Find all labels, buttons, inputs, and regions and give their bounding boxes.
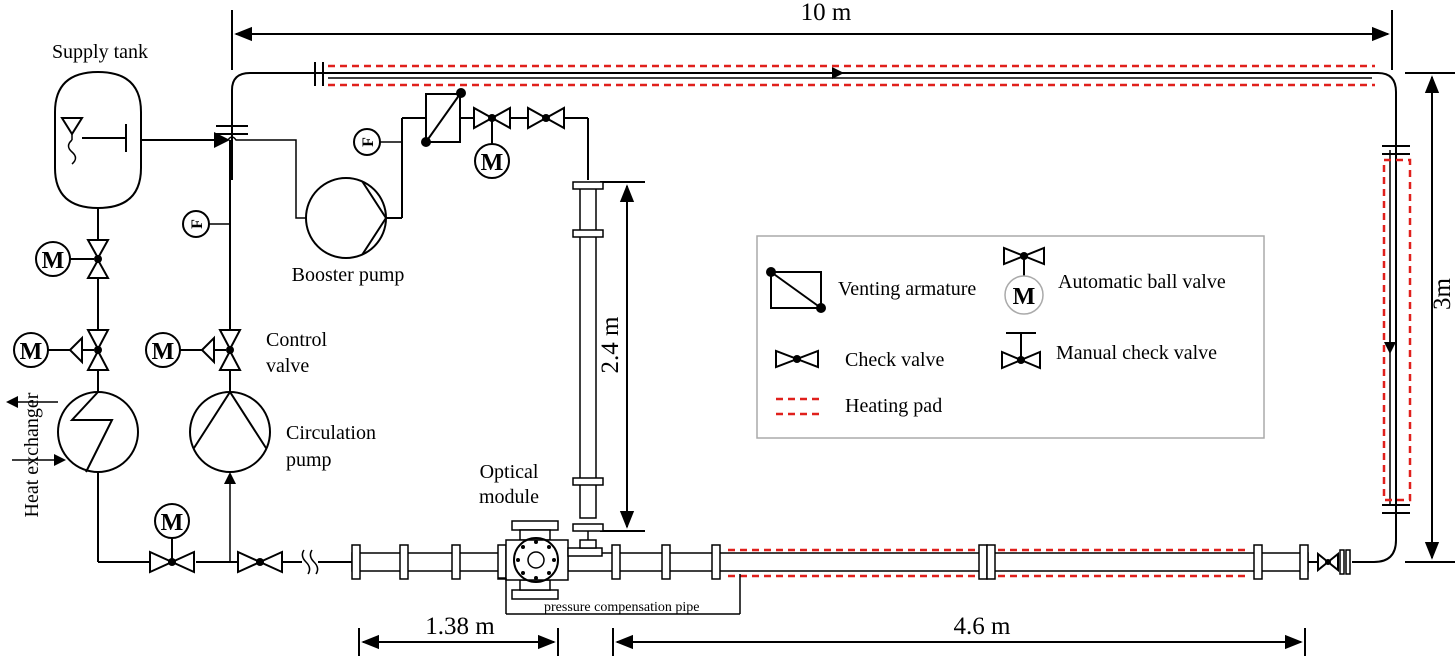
booster-pump: Booster pump bbox=[292, 117, 426, 286]
bottom-pipeline bbox=[196, 544, 1362, 580]
circulation-pump: Circulation pump bbox=[189, 390, 376, 473]
supply-tank: Supply tank bbox=[52, 41, 230, 210]
heat-exchanger: Heat exchanger bbox=[5, 391, 139, 517]
motor-symbol: M bbox=[152, 339, 175, 365]
legend-venting-armature-label: Venting armature bbox=[838, 278, 976, 300]
venting-armature bbox=[421, 88, 474, 147]
flow-meter-symbol: F bbox=[360, 137, 377, 147]
legend-automatic-ball-valve-label: Automatic ball valve bbox=[1058, 271, 1226, 293]
pressure-compensation-pipe-label: pressure compensation pipe bbox=[544, 600, 700, 615]
control-valve-label-line1: Control bbox=[266, 329, 328, 351]
left-column-piping bbox=[97, 208, 150, 563]
dimension-right-label: 3m bbox=[1429, 277, 1455, 310]
control-valve-left: M bbox=[13, 329, 110, 371]
booster-pump-label: Booster pump bbox=[292, 264, 405, 286]
legend-manual-check-valve-label: Manual check valve bbox=[1056, 342, 1217, 364]
motor-symbol: M bbox=[1013, 284, 1036, 310]
motor-symbol: M bbox=[20, 339, 43, 365]
heating-pad-top bbox=[328, 64, 1375, 87]
dimension-top-label: 10 m bbox=[801, 0, 852, 26]
dimension-top-10m: 10 m bbox=[231, 0, 1393, 70]
check-valve-bottom bbox=[237, 550, 283, 574]
circulation-pump-label-line1: Circulation bbox=[286, 422, 376, 444]
legend: Venting armature M Automatic ball valve … bbox=[756, 235, 1265, 439]
dimension-bottom-left-label: 1.38 m bbox=[425, 613, 495, 640]
flow-meter-left: F bbox=[182, 210, 230, 238]
motor-symbol: M bbox=[42, 248, 65, 274]
manual-check-valve-top bbox=[527, 106, 589, 180]
heating-pad-right bbox=[1382, 158, 1412, 502]
circulation-pump-label-line2: pump bbox=[286, 449, 332, 471]
dimension-bottom-left-1-38m: 1.38 m bbox=[358, 613, 559, 656]
check-valve-bottom-right bbox=[1317, 551, 1339, 573]
legend-check-valve-label: Check valve bbox=[845, 349, 945, 371]
motor-symbol: M bbox=[161, 510, 184, 536]
automatic-ball-valve-left: M bbox=[35, 239, 110, 279]
optical-module-label-line1: Optical bbox=[480, 461, 539, 483]
bottom-flanges bbox=[351, 544, 1351, 580]
legend-heating-pad-label: Heating pad bbox=[845, 395, 942, 417]
optical-module: Optical module bbox=[479, 461, 603, 600]
vertical-riser bbox=[572, 181, 604, 545]
dimension-bottom-right-label: 4.6 m bbox=[954, 613, 1012, 640]
pressure-compensation-pipe: pressure compensation pipe bbox=[498, 574, 741, 615]
dimension-riser-label: 2.4 m bbox=[597, 316, 624, 374]
riser-flange bbox=[216, 125, 306, 219]
legend-check-valve: Check valve bbox=[775, 349, 945, 371]
legend-automatic-ball-valve: M Automatic ball valve bbox=[1003, 246, 1226, 315]
supply-tank-label: Supply tank bbox=[52, 41, 148, 63]
main-loop-piping bbox=[231, 62, 1410, 563]
heating-pad-bottom bbox=[728, 548, 1248, 578]
flow-meter-symbol: F bbox=[189, 219, 206, 229]
optical-module-label-line2: module bbox=[479, 486, 539, 508]
motor-symbol: M bbox=[481, 150, 504, 176]
flow-meter-booster: F bbox=[353, 128, 402, 156]
dimension-right-3m: 3m bbox=[1405, 72, 1455, 563]
automatic-ball-valve-top: M bbox=[473, 106, 528, 179]
legend-heating-pad: Heating pad bbox=[776, 395, 942, 417]
heat-exchanger-label: Heat exchanger bbox=[21, 392, 43, 517]
automatic-ball-valve-bottom: M bbox=[149, 503, 195, 574]
dimension-riser-2-4m: 2.4 m bbox=[597, 181, 645, 532]
control-valve-label-line2: valve bbox=[266, 355, 309, 377]
legend-venting-armature: Venting armature bbox=[766, 267, 976, 313]
legend-manual-check-valve: Manual check valve bbox=[1001, 332, 1217, 370]
dimension-bottom-right-4-6m: 4.6 m bbox=[612, 613, 1306, 656]
control-valve: M Control valve bbox=[145, 329, 328, 377]
